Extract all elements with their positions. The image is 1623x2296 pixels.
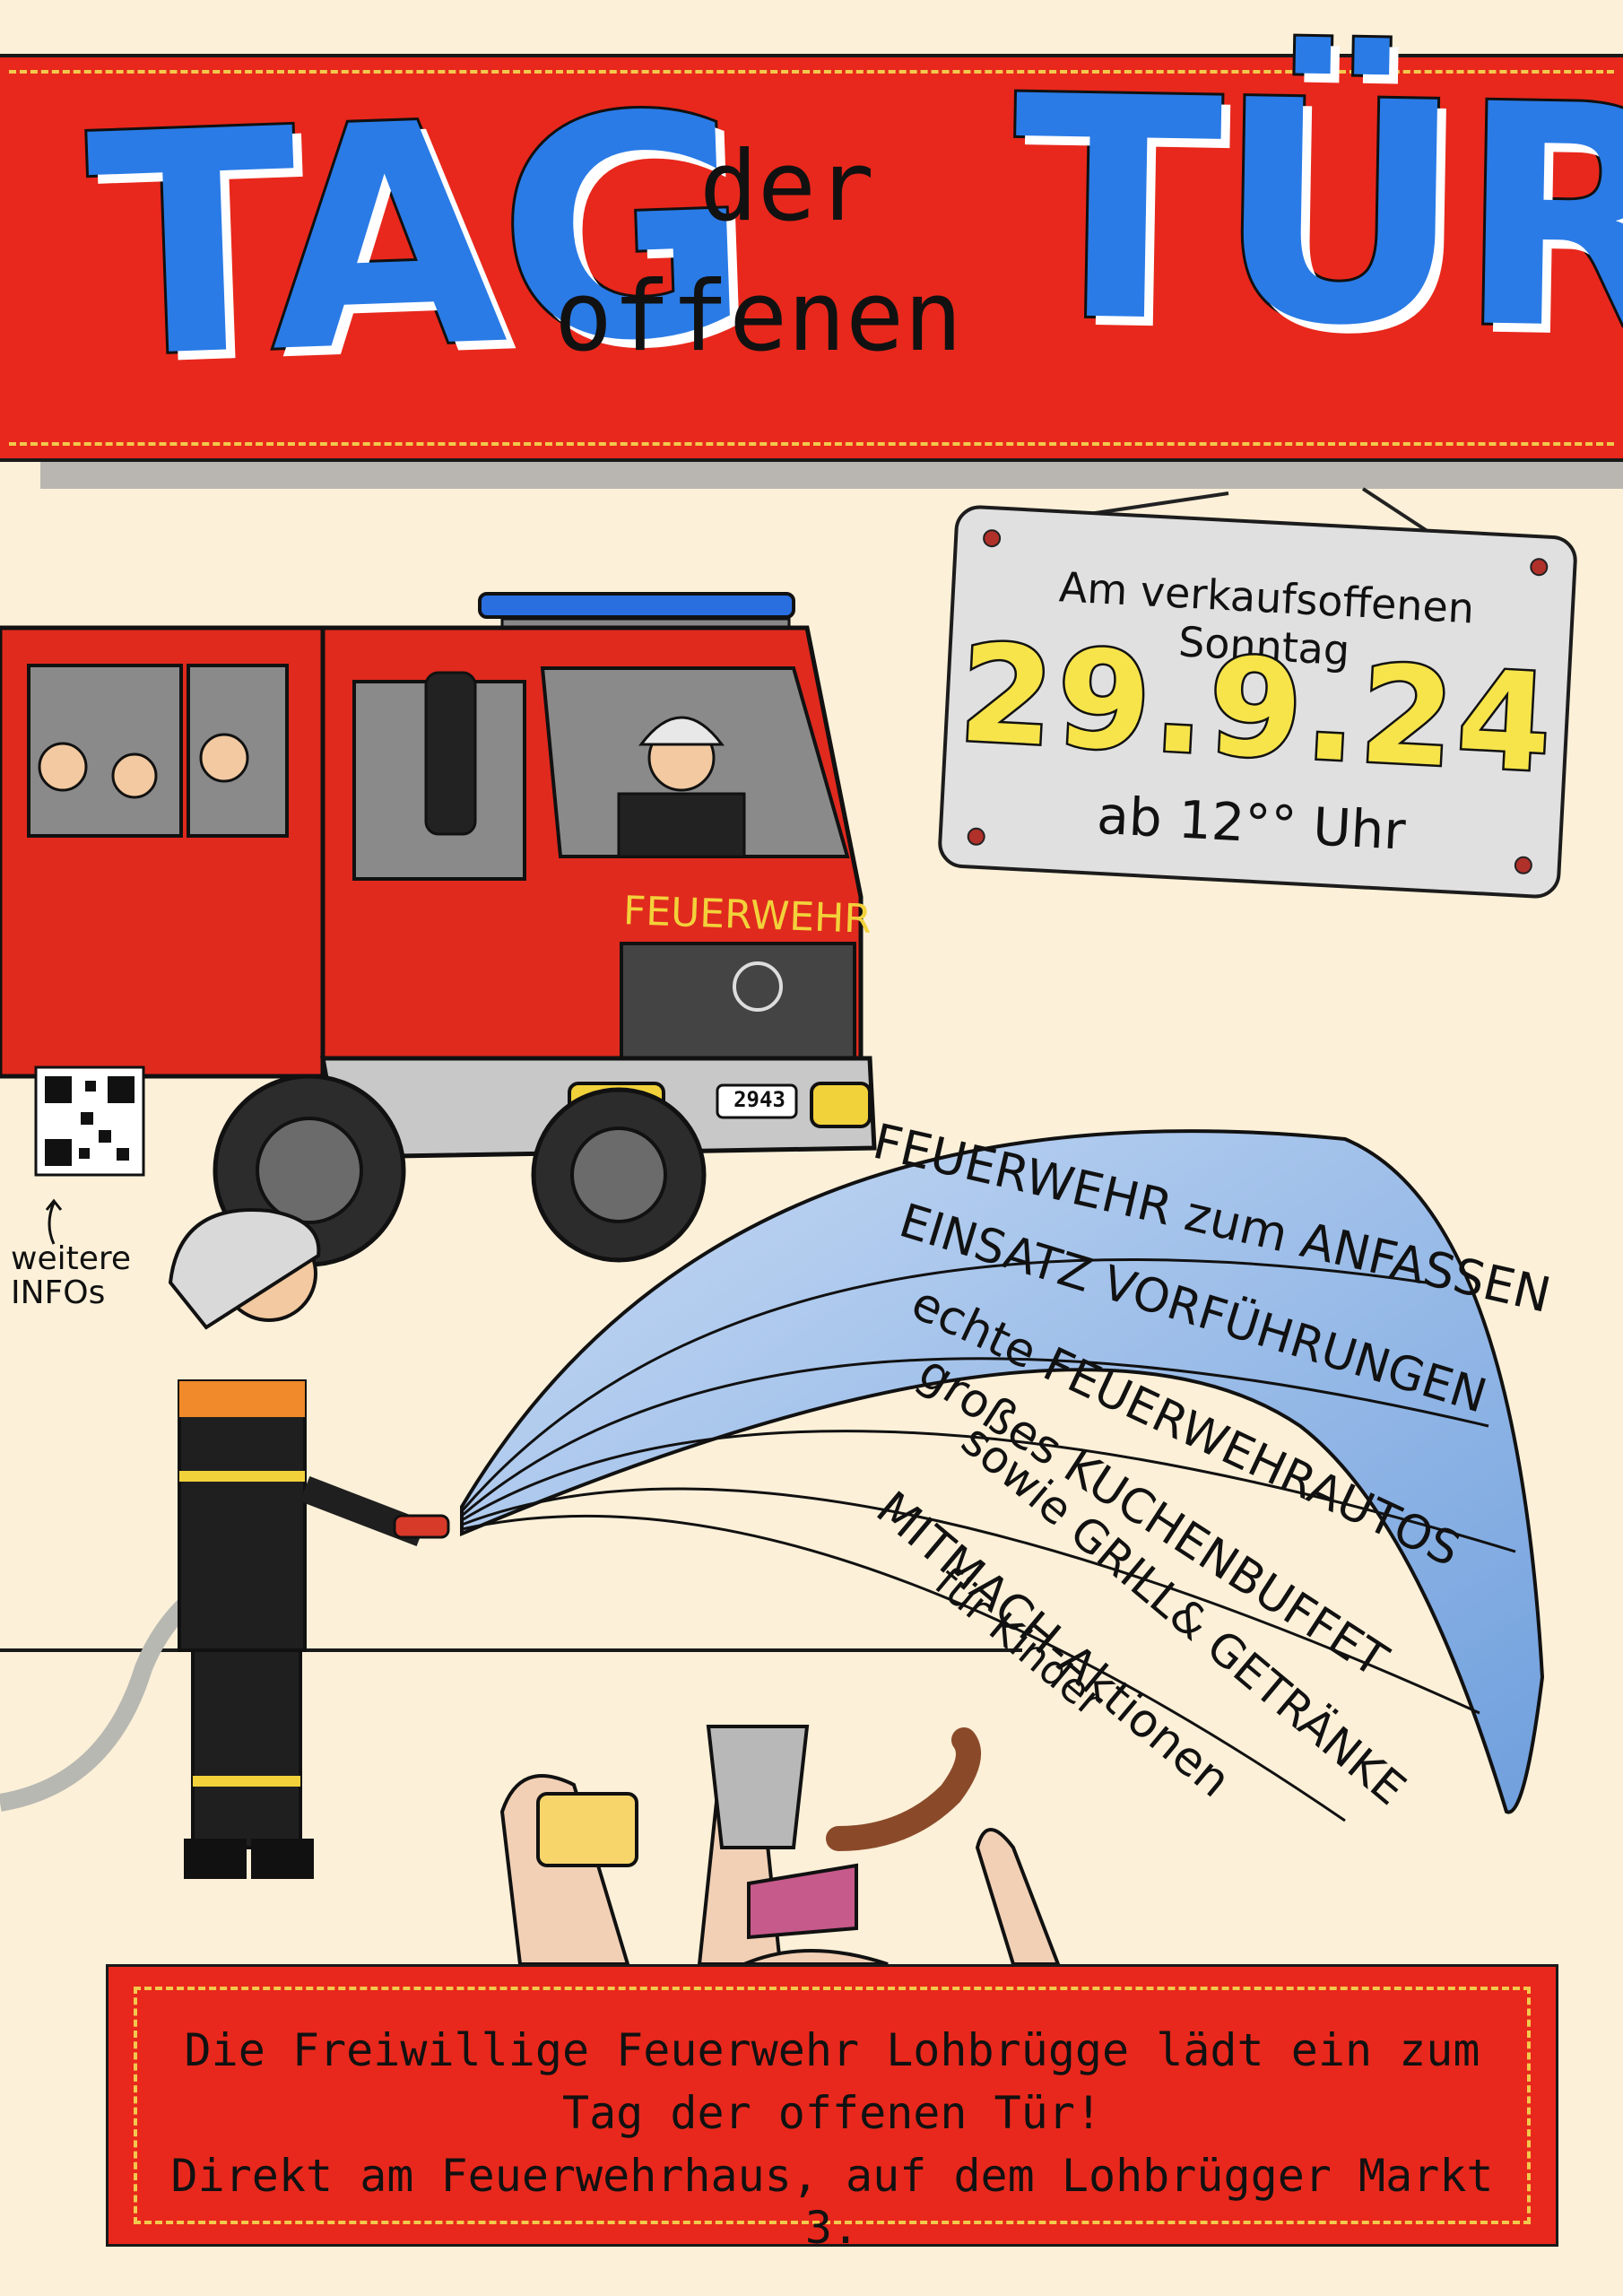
title-der: der bbox=[699, 131, 875, 243]
header-stitch-bottom bbox=[9, 442, 1614, 446]
food-hands bbox=[499, 1725, 1061, 1966]
cake-slice-icon bbox=[747, 1863, 858, 1940]
arrow-up-icon bbox=[45, 1198, 63, 1245]
footer-line: Die Freiwillige Feuerwehr Lohbrügge lädt… bbox=[184, 2024, 1480, 2076]
mercedes-star-icon bbox=[733, 961, 783, 1012]
truck-label: FEUERWEHR bbox=[622, 888, 872, 943]
passenger bbox=[199, 733, 249, 783]
header-stitch-top bbox=[9, 70, 1614, 74]
firefighter-helmet bbox=[168, 1208, 321, 1330]
footer-info-box: Die Freiwillige Feuerwehr Lohbrügge lädt… bbox=[106, 1964, 1558, 2254]
cake-icon bbox=[536, 1792, 638, 1867]
more-info-line: INFOs bbox=[11, 1274, 106, 1311]
fire-truck bbox=[0, 592, 877, 1267]
side-mirror bbox=[424, 671, 477, 836]
headlight bbox=[810, 1082, 872, 1128]
footer-stitch-border: Die Freiwillige Feuerwehr Lohbrügge lädt… bbox=[134, 1987, 1531, 2254]
title-tuer: TÜR bbox=[1008, 29, 1623, 401]
footer-line: Tag der offenen Tür! bbox=[561, 2087, 1103, 2139]
crew-window bbox=[27, 664, 183, 838]
more-info-note: weitere INFOs bbox=[11, 1242, 145, 1310]
scene-illustration bbox=[0, 592, 1061, 1966]
license-plate bbox=[716, 1083, 798, 1119]
title-offenen: offenen bbox=[554, 261, 963, 373]
hose-nozzle bbox=[393, 1514, 450, 1539]
header-banner bbox=[0, 54, 1623, 462]
water-spray bbox=[460, 1129, 1545, 1822]
firefighter-jacket bbox=[178, 1379, 307, 1652]
license-plate-number: 2943 bbox=[733, 1087, 785, 1112]
cup-icon bbox=[706, 1725, 810, 1849]
passenger bbox=[111, 752, 158, 799]
blue-light-bar bbox=[478, 592, 795, 619]
passenger bbox=[38, 742, 88, 792]
firefighter bbox=[0, 1208, 450, 1879]
sausage-icon bbox=[826, 1727, 981, 1851]
footer-line: Direkt am Feuerwehrhaus, auf dem Lohbrüg… bbox=[170, 2150, 1494, 2254]
more-info-line: weitere bbox=[11, 1240, 132, 1277]
